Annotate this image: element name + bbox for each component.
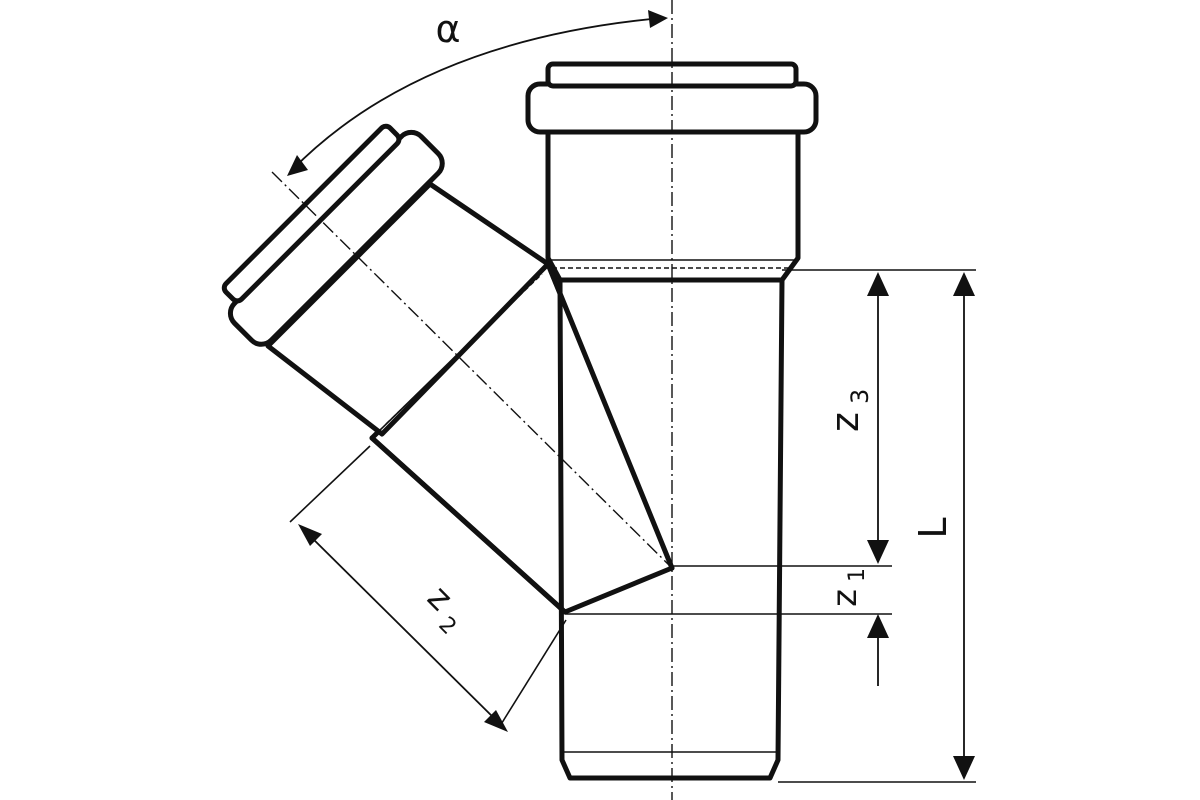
z2-arrow-top xyxy=(298,524,322,546)
z2-arrow-bottom xyxy=(484,710,508,732)
branch-junction xyxy=(369,261,675,615)
z2-extension-bottom xyxy=(499,619,567,727)
main-socket xyxy=(545,127,801,283)
right-dimensions: z 3 z 1 L xyxy=(672,269,976,783)
svg-text:z: z xyxy=(419,578,460,619)
z2-extension-top xyxy=(289,445,371,523)
branch-seam-edge xyxy=(377,267,547,433)
z1-label: z 1 xyxy=(825,568,870,607)
branch-center-axis xyxy=(271,171,673,569)
main-pipe-body xyxy=(557,277,785,781)
z1-arrow xyxy=(867,614,889,638)
z3-label: z 3 xyxy=(823,389,874,432)
svg-text:L: L xyxy=(911,517,955,538)
length-arrow-bottom xyxy=(953,756,975,780)
svg-text:z: z xyxy=(825,589,865,607)
z2-label: z 2 xyxy=(419,578,461,640)
z3-arrow-bottom xyxy=(867,540,889,564)
z2-dimension-line xyxy=(303,529,503,727)
svg-text:z: z xyxy=(823,412,867,432)
angle-arc xyxy=(291,17,663,171)
svg-text:3: 3 xyxy=(846,389,874,404)
angle-arrow-left xyxy=(287,155,308,176)
svg-text:1: 1 xyxy=(845,568,870,582)
svg-text:2: 2 xyxy=(433,612,461,640)
angle-arrow-right xyxy=(648,10,668,28)
angle-dimension: α xyxy=(287,7,668,176)
z3-arrow-top xyxy=(867,272,889,296)
angle-label: α xyxy=(435,7,460,51)
branch-sealing-ring xyxy=(221,123,445,347)
length-arrow-top xyxy=(953,272,975,296)
length-label: L xyxy=(911,517,955,538)
